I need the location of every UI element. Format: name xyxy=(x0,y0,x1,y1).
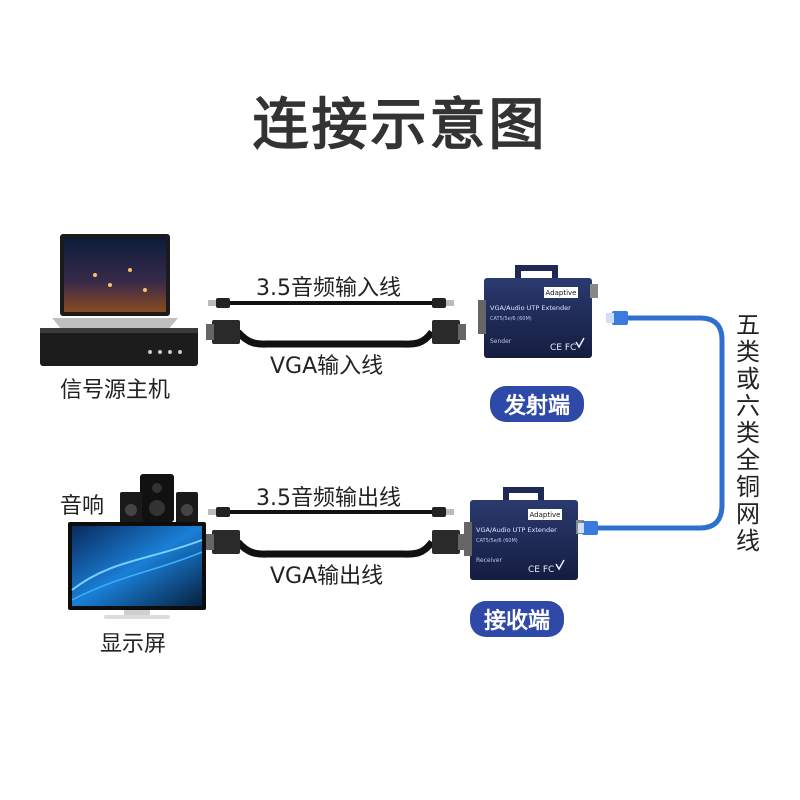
network-cable xyxy=(578,311,725,535)
speaker-label: 音响 xyxy=(60,494,105,519)
page-title: 连接示意图 xyxy=(252,93,548,158)
sender-device-role: Sender xyxy=(490,338,512,345)
source-host-illustration xyxy=(40,234,198,366)
sender-check-icon xyxy=(575,337,585,349)
sender-device-sub: CAT5/5e/6 (60M) xyxy=(490,316,532,322)
receiver-badge: 接收端 xyxy=(470,601,565,637)
receiver-check-icon xyxy=(555,559,565,571)
receiver-device-name: VGA/Audio UTP Extender xyxy=(476,526,557,534)
receiver-device: Adaptive VGA/Audio UTP Extender CAT5/5e/… xyxy=(464,487,584,580)
audio-input-cable-label: 3.5音频输入线 xyxy=(256,276,401,301)
display-label: 显示屏 xyxy=(100,632,167,657)
sender-device-name: VGA/Audio UTP Extender xyxy=(490,304,571,312)
speaker-illustration xyxy=(120,474,198,524)
audio-output-cable-label: 3.5音频输出线 xyxy=(256,486,401,511)
receiver-adaptive-tag xyxy=(528,509,562,520)
receiver-adaptive-text: Adaptive xyxy=(530,511,561,519)
vga-input-cable-label: VGA输入线 xyxy=(270,354,384,379)
source-host-label: 信号源主机 xyxy=(60,378,171,403)
sender-cert-marks: CE FC xyxy=(550,343,576,353)
sender-adaptive-tag xyxy=(544,287,578,298)
network-cable-label: 五类或六类全铜网线 xyxy=(736,311,760,555)
vga-input-cable xyxy=(206,320,466,348)
display-illustration xyxy=(68,522,206,619)
sender-badge: 发射端 xyxy=(490,386,585,422)
receiver-device-sub: CAT5/5e/6 (60M) xyxy=(476,538,518,544)
audio-input-cable xyxy=(208,298,454,308)
receiver-device-role: Receiver xyxy=(476,557,502,564)
vga-output-cable-label: VGA输出线 xyxy=(270,564,384,589)
receiver-cert-marks: CE FC xyxy=(528,565,554,575)
audio-output-cable xyxy=(208,507,454,517)
sender-adaptive-text: Adaptive xyxy=(546,289,577,297)
sender-device: Adaptive VGA/Audio UTP Extender CAT5/5e/… xyxy=(478,265,598,358)
vga-output-cable xyxy=(206,530,466,558)
